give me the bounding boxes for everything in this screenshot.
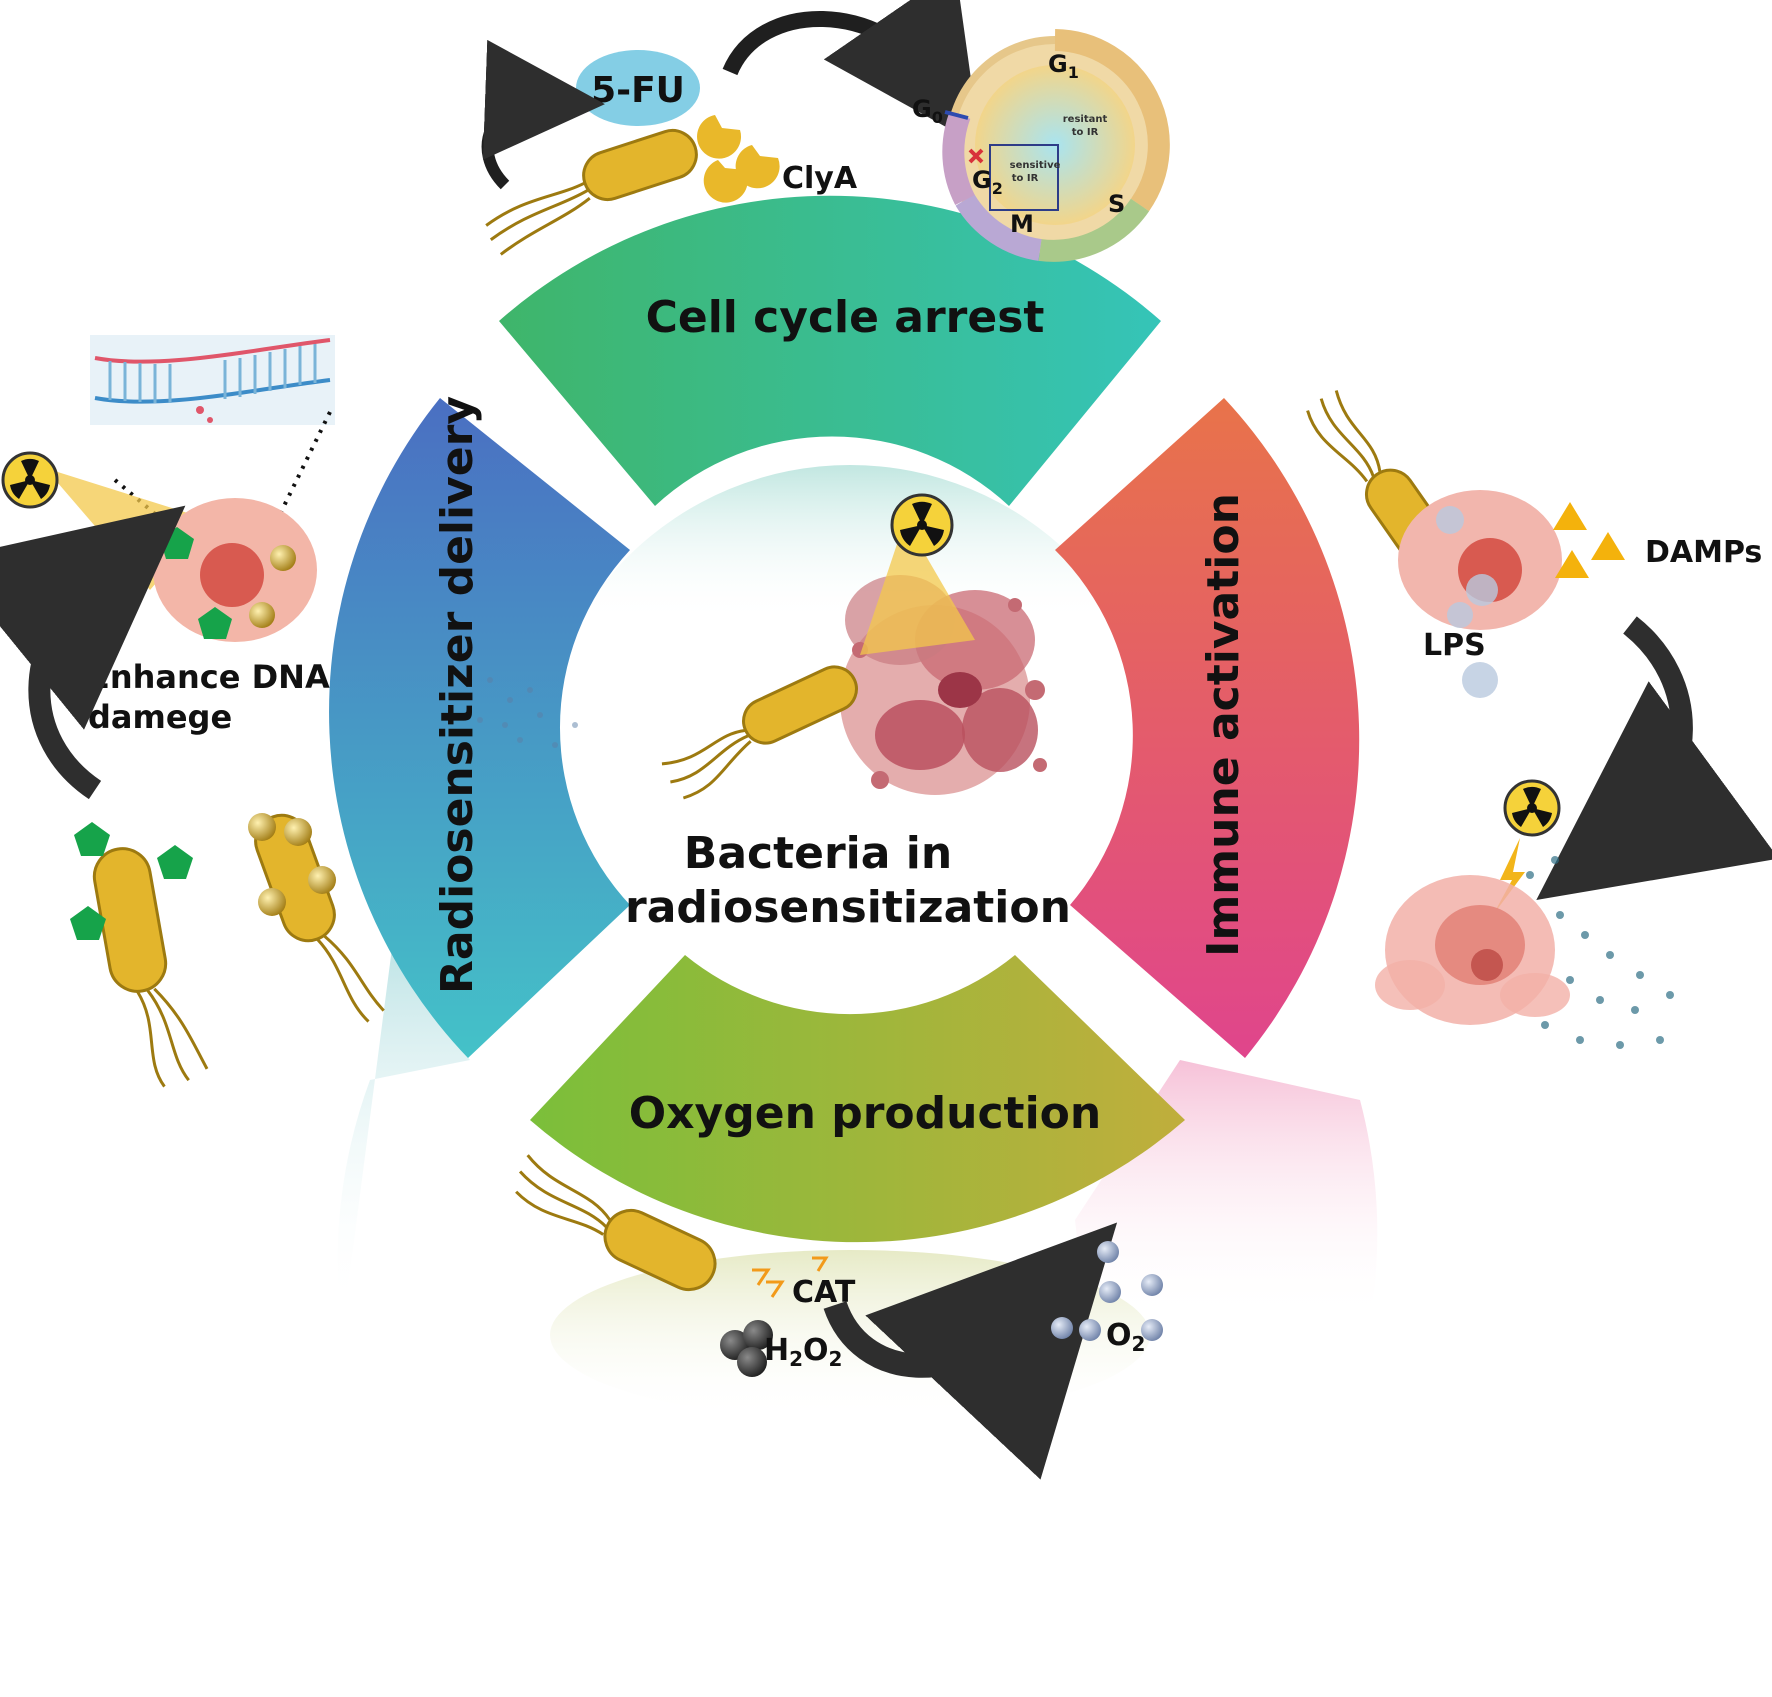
- segment-label-right: Immune activation: [1198, 493, 1249, 957]
- segment-label-left: Radiosensitizer delivery: [432, 396, 483, 994]
- bacterium-left-2: [254, 813, 385, 1023]
- right-panel: DAMPs LPS: [1306, 390, 1772, 1049]
- tumor-cell-left: [153, 498, 317, 642]
- damps-label: DAMPs: [1645, 535, 1762, 570]
- center-title-line2: radiosensitization: [625, 882, 1071, 933]
- radiation-icon-right: [1503, 779, 1561, 837]
- sensitive-label-2: to IR: [1012, 173, 1039, 184]
- pentagon-2: [157, 845, 193, 879]
- pentagon-3: [70, 906, 106, 940]
- dying-tumor-cell: [1375, 875, 1570, 1025]
- bottom-panel: CAT H2O2 O2: [515, 1154, 1163, 1480]
- resistant-label-1: resitant: [1063, 114, 1108, 125]
- tumor-cell-right: [1398, 490, 1562, 698]
- cat-enzyme-icon: [752, 1256, 829, 1298]
- bacterium-top: [485, 128, 698, 256]
- segment-immune-activation[interactable]: [1055, 398, 1360, 1058]
- curved-arrow-to-cycle: [722, 0, 981, 146]
- drug-5fu-badge: [576, 50, 700, 126]
- sensitive-label-1: sensitive: [1010, 160, 1061, 171]
- gold-np-1: [248, 813, 276, 841]
- phase-g1: G1: [1048, 50, 1079, 82]
- phase-m: M: [1010, 210, 1034, 238]
- bacterium-left-1: [92, 847, 209, 1088]
- drug-5fu-label: 5-FU: [591, 70, 685, 111]
- particle-cloud-right: [1526, 856, 1674, 1049]
- phase-s: S: [1108, 190, 1125, 218]
- resistant-label-2: to IR: [1072, 127, 1099, 138]
- o2-molecules: [1051, 1241, 1163, 1341]
- segment-label-bottom: Oxygen production: [629, 1088, 1101, 1139]
- curved-arrow-left: [0, 505, 186, 800]
- clya-toxin-icon: [697, 115, 780, 203]
- gold-np-3: [308, 866, 336, 894]
- pentagon-1: [74, 822, 110, 856]
- top-panel: 5-FU ClyA G0 G1 G2 M S: [481, 0, 1170, 262]
- phase-g2: G2: [972, 166, 1003, 198]
- curved-arrow-5fu: [481, 39, 605, 190]
- segment-cell-cycle-arrest[interactable]: [499, 195, 1161, 506]
- h2o2-label: H2O2: [764, 1333, 842, 1371]
- left-panel: Enhance DNA damege: [0, 335, 578, 1088]
- segment-label-top: Cell cycle arrest: [646, 292, 1045, 343]
- segment-radiosensitizer-delivery[interactable]: [329, 398, 630, 1058]
- bacterium-bottom: [515, 1154, 717, 1292]
- lps-label: LPS: [1423, 628, 1486, 663]
- bacterium-center: [661, 665, 858, 800]
- enhance-dna-line2: damege: [88, 698, 232, 736]
- segment-oxygen-production[interactable]: [530, 955, 1185, 1243]
- center-title-line1: Bacteria in: [684, 828, 952, 879]
- radiation-icon-left: [1, 451, 59, 509]
- gold-np-2: [284, 818, 312, 846]
- center-illustration: [661, 493, 1047, 800]
- radiation-beam: [860, 520, 975, 655]
- o2-label: O2: [1106, 1318, 1145, 1356]
- curved-arrow-right: [1536, 616, 1772, 901]
- phase-g0: G0: [912, 95, 943, 127]
- damp-triangle-2: [1591, 532, 1625, 560]
- clya-label: ClyA: [782, 161, 858, 196]
- radiation-icon: [890, 493, 954, 557]
- damp-triangle-3: [1555, 550, 1589, 578]
- particle-cloud-left: [477, 677, 578, 748]
- curved-arrow-bottom: [823, 1222, 1118, 1480]
- cell-cycle-diagram: [942, 29, 1170, 262]
- h2o2-molecules: [720, 1320, 773, 1377]
- lightning-bolt: [1493, 838, 1525, 915]
- damp-triangle-1: [1553, 502, 1587, 530]
- gold-np-4: [258, 888, 286, 916]
- dna-strip: [90, 335, 335, 425]
- enhance-dna-line1: Enhance DNA: [88, 658, 330, 696]
